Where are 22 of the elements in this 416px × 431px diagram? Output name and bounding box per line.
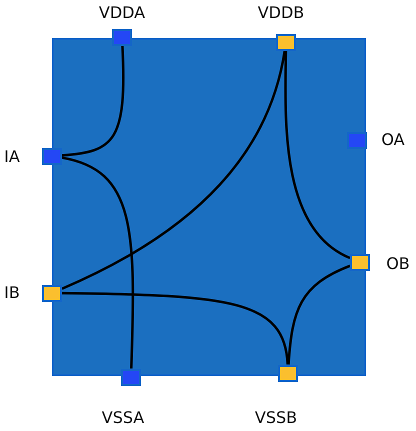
wire — [62, 156, 134, 369]
wire — [287, 264, 350, 365]
pin-pad — [347, 132, 367, 148]
pin-pad — [42, 284, 62, 302]
pin-label: VSSB — [254, 410, 298, 426]
pin-label: IA — [4, 149, 20, 165]
pin-label: IB — [4, 285, 20, 301]
pin-pad — [112, 28, 132, 46]
pin-label: VSSA — [102, 410, 144, 426]
pin-pad — [42, 148, 62, 164]
wire — [284, 50, 351, 260]
pin-pad — [276, 34, 296, 50]
pin-pad — [121, 368, 141, 386]
wire — [62, 45, 124, 157]
pin-pad — [350, 254, 370, 270]
pin-label: OA — [381, 132, 405, 148]
pin-label: OB — [386, 256, 410, 272]
pin-label: VDDA — [98, 5, 146, 21]
pin-pad — [278, 364, 298, 382]
pin-label: VDDB — [258, 5, 304, 21]
wire — [61, 50, 286, 290]
wire — [62, 292, 289, 365]
